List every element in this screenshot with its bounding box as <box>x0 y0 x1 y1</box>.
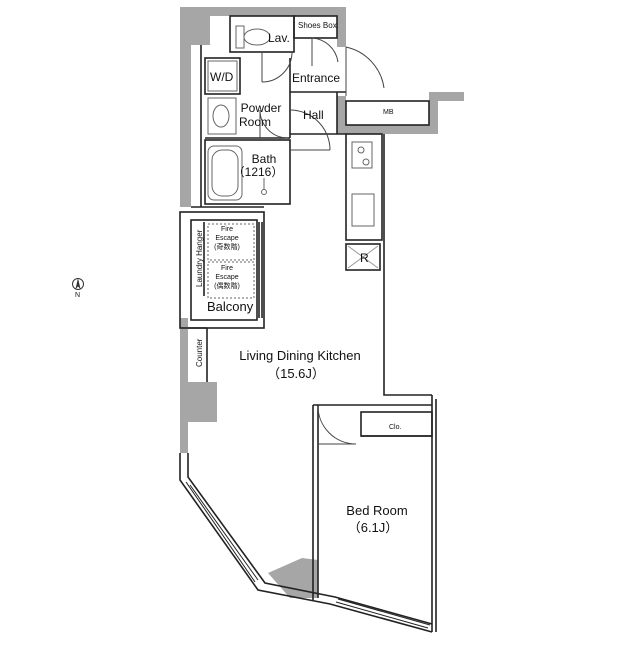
door-swings <box>259 37 385 445</box>
shoes-box-door-swing <box>311 37 339 66</box>
wall-left-lower-strip <box>180 318 188 453</box>
kitchen-counter <box>345 133 383 241</box>
label-wd: W/D <box>210 70 234 84</box>
label-fire-escape-2-c: (偶数階) <box>214 283 240 290</box>
washbasin-icon <box>212 104 230 128</box>
refrigerator-space <box>345 243 381 271</box>
label-fire-escape-2-a: Fire <box>220 265 234 272</box>
wall-left-upper <box>180 7 191 207</box>
label-bed-room-1: Bed Room <box>346 503 408 518</box>
balcony-outer <box>179 211 265 329</box>
label-bath-2: （1216） <box>232 165 284 179</box>
bathtub <box>207 145 243 201</box>
bedroom-door-swing <box>317 405 357 445</box>
balcony-inner <box>190 219 258 321</box>
refrigerator-x-icon <box>347 245 379 269</box>
partition-walls <box>179 15 437 633</box>
burner-2-icon <box>362 158 370 166</box>
toilet-bowl-icon <box>243 28 271 46</box>
label-ldk-1: Living Dining Kitchen <box>239 348 361 363</box>
wall-mb-top <box>429 92 464 101</box>
label-hall: Hall <box>303 108 324 122</box>
entrance-door-swing <box>345 46 385 96</box>
label-mb: MB <box>383 109 394 116</box>
kitchen-sink-icon <box>351 193 375 227</box>
label-compass-n: N <box>75 292 81 299</box>
wall-bottom-corner <box>268 558 318 598</box>
wall-diagonal-inner <box>187 453 433 625</box>
fire-escape-hatch-1 <box>207 223 255 261</box>
window-diagonal-2 <box>185 481 256 583</box>
fire-escape-hatch-2 <box>207 261 255 299</box>
wall-right-pillar <box>337 7 346 47</box>
lav-door-swing <box>261 51 293 83</box>
label-ldk-2: （15.6J） <box>267 366 325 381</box>
label-entrance: Entrance <box>292 71 341 85</box>
window-bedroom-bottom-2 <box>337 598 431 626</box>
washbasin-counter <box>207 97 237 135</box>
bathtub-inner <box>211 149 239 197</box>
label-fire-escape-1-a: Fire <box>220 226 234 233</box>
compass-icon <box>72 278 84 290</box>
powder-door-swing <box>259 109 289 139</box>
window-diagonal-1 <box>189 484 259 581</box>
wall-mb-bottom <box>337 125 434 134</box>
structural-walls <box>180 7 464 598</box>
label-powder-room-1: Powder <box>240 101 282 115</box>
label-refrigerator: R <box>360 251 369 265</box>
windows <box>185 481 431 629</box>
label-counter: Counter <box>195 338 204 367</box>
washing-machine-icon <box>207 60 238 92</box>
wall-mb-right <box>429 92 438 134</box>
label-bath-1: Bath <box>251 152 277 166</box>
wall-ldk-right <box>383 134 432 396</box>
shower-head-icon <box>261 189 267 195</box>
label-fire-escape-1-b: Escape <box>215 235 239 242</box>
wd-box <box>204 57 241 95</box>
label-bed-room-2: （6.1J） <box>347 520 399 535</box>
label-fire-escape-2-b: Escape <box>215 274 239 281</box>
label-lav: Lav. <box>268 31 290 45</box>
bath-door-swing <box>289 109 331 151</box>
label-shoes-box: Shoes Box <box>298 21 337 30</box>
toilet-tank <box>235 25 245 49</box>
burner-1-icon <box>357 146 365 154</box>
label-closet: Clo. <box>389 424 402 431</box>
wall-mb-left <box>337 96 346 134</box>
window-bedroom-bottom-1 <box>335 601 429 629</box>
bath-box <box>204 139 291 205</box>
label-laundry-hanger: Laundry Hanger <box>195 229 204 287</box>
wall-diagonal-outer <box>179 453 433 633</box>
fixtures <box>207 25 379 299</box>
label-fire-escape-1-c: (奇数階) <box>214 244 240 251</box>
mb-box <box>345 100 430 126</box>
wall-top <box>180 7 346 16</box>
label-balcony: Balcony <box>207 299 254 314</box>
label-powder-room-2: Room <box>238 115 272 129</box>
stove-icon <box>351 141 373 169</box>
